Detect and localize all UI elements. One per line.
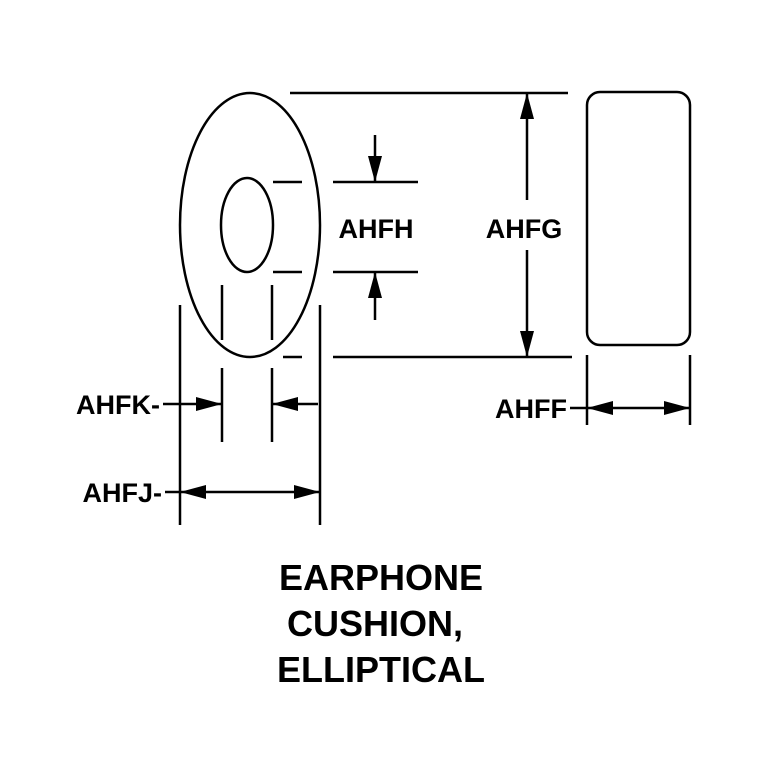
side-view-rect <box>585 90 692 347</box>
title-line-1: EARPHONE <box>279 557 483 598</box>
title-line-2: CUSHION, <box>287 603 463 644</box>
ahfh-label: AHFH <box>339 214 414 244</box>
outer-ellipse <box>178 91 322 359</box>
inner-ellipse <box>219 176 275 274</box>
ahfg-label: AHFG <box>486 214 563 244</box>
ahff-extension-lines <box>570 355 692 425</box>
ahfk-label: AHFK- <box>76 390 160 420</box>
ahff-label: AHFF <box>495 394 567 424</box>
ahfj-label: AHFJ- <box>83 478 163 508</box>
title-line-3: ELLIPTICAL <box>277 649 485 690</box>
